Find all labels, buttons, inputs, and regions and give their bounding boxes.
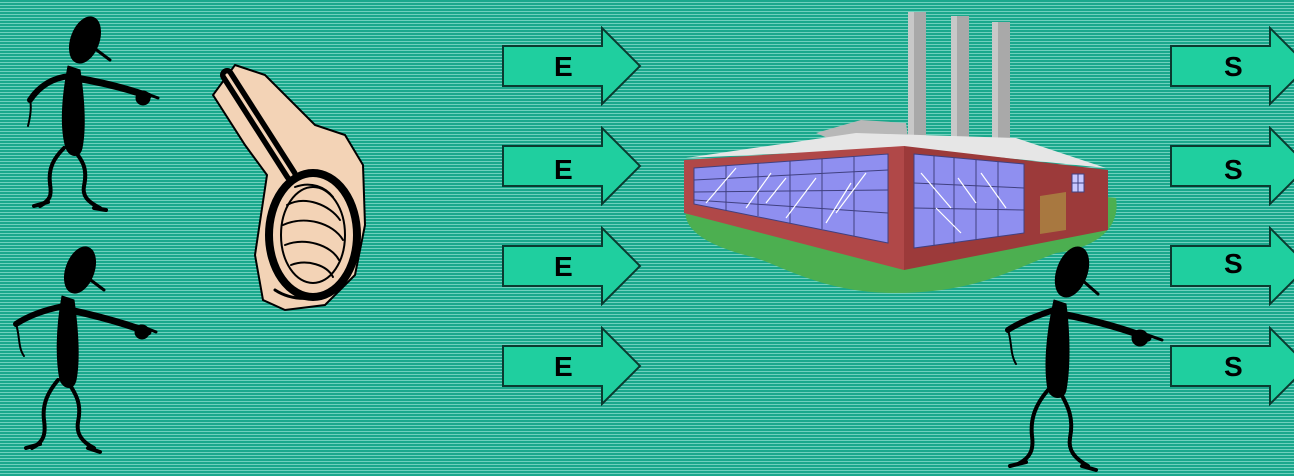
output-arrow: S	[1170, 326, 1294, 406]
input-arrow-label: E	[554, 51, 573, 82]
input-arrow: E	[502, 126, 642, 206]
output-arrow-label: S	[1224, 248, 1243, 279]
right-arrow-icon	[1170, 226, 1294, 306]
pointing-stick-figure-icon	[1005, 246, 1164, 472]
output-arrow: S	[1170, 226, 1294, 306]
input-arrow-label: E	[554, 351, 573, 382]
right-arrow-icon	[1170, 126, 1294, 206]
input-arrow-label: E	[554, 154, 573, 185]
input-arrow-label: E	[554, 251, 573, 282]
right-arrow-icon	[1170, 326, 1294, 406]
factory-icon	[684, 12, 1117, 293]
output-arrow-label: S	[1224, 154, 1243, 185]
pointing-stick-figure-icon	[13, 246, 158, 454]
right-arrow-icon	[502, 326, 642, 406]
right-arrow-icon	[502, 226, 642, 306]
magnifying-glass-icon	[211, 63, 367, 312]
right-arrow-icon	[1170, 26, 1294, 106]
input-arrow: E	[502, 326, 642, 406]
right-arrow-icon	[502, 126, 642, 206]
output-arrow-label: S	[1224, 351, 1243, 382]
input-arrow: E	[502, 26, 642, 106]
input-arrow: E	[502, 226, 642, 306]
output-arrow-label: S	[1224, 51, 1243, 82]
output-arrow: S	[1170, 26, 1294, 106]
right-arrow-icon	[502, 26, 642, 106]
output-arrow: S	[1170, 126, 1294, 206]
pointing-stick-figure-icon	[27, 16, 160, 212]
